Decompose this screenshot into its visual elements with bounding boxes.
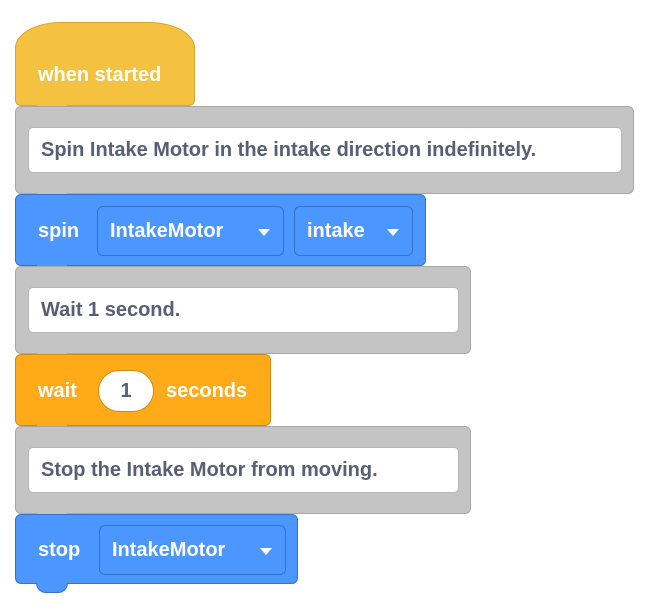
seconds-label: seconds (166, 380, 248, 402)
when-started-label: when started (38, 64, 162, 86)
spin-direction-value: intake (307, 220, 365, 242)
chevron-down-icon (260, 548, 272, 555)
chevron-down-icon (387, 229, 399, 236)
spin-block[interactable]: spin IntakeMotor intake (15, 194, 426, 275)
stop-motor-dropdown[interactable]: IntakeMotor (99, 525, 286, 575)
stop-motor-value: IntakeMotor (112, 539, 226, 561)
comment-block-spin[interactable]: Spin Intake Motor in the intake directio… (15, 106, 634, 203)
comment-block-wait[interactable]: Wait 1 second. (15, 266, 471, 363)
spin-label: spin (38, 220, 80, 242)
comment-text-wait[interactable]: Wait 1 second. (28, 287, 459, 333)
stop-block[interactable]: stop IntakeMotor (15, 514, 298, 593)
comment-text-spin[interactable]: Spin Intake Motor in the intake directio… (28, 127, 622, 173)
spin-motor-value: IntakeMotor (110, 220, 224, 242)
wait-block[interactable]: wait 1 seconds (15, 354, 271, 435)
wait-label: wait (38, 380, 77, 402)
stop-label: stop (38, 539, 81, 561)
spin-direction-dropdown[interactable]: intake (294, 206, 413, 256)
spin-motor-dropdown[interactable]: IntakeMotor (97, 206, 284, 256)
wait-seconds-input[interactable]: 1 (98, 370, 154, 412)
when-started-hat-block[interactable]: when started (15, 22, 195, 115)
comment-text-stop[interactable]: Stop the Intake Motor from moving. (28, 447, 459, 493)
chevron-down-icon (258, 229, 270, 236)
comment-block-stop[interactable]: Stop the Intake Motor from moving. (15, 426, 471, 523)
block-notch (36, 583, 68, 593)
